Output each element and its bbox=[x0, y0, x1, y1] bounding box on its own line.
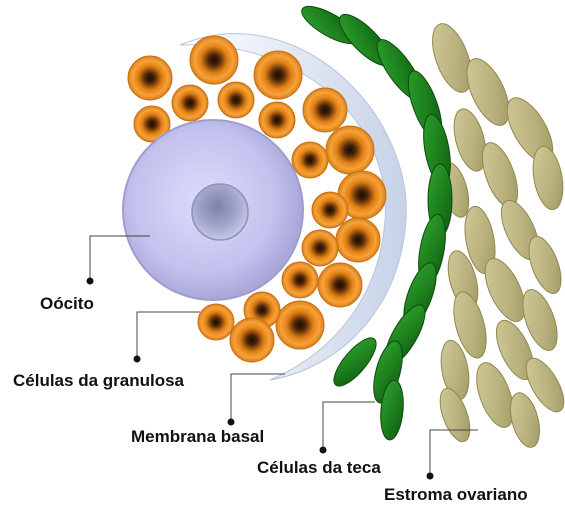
granulosa-cell bbox=[326, 126, 374, 174]
oocyte bbox=[123, 120, 303, 300]
granulosa-cell bbox=[128, 56, 172, 100]
theca-leader-dot bbox=[320, 447, 327, 454]
granulosa-leader bbox=[137, 312, 200, 356]
stroma-label: Estroma ovariano bbox=[384, 485, 528, 505]
stroma-leader-dot bbox=[427, 473, 434, 480]
granulosa-cell bbox=[198, 304, 234, 340]
theca-label: Células da teca bbox=[257, 458, 381, 478]
basal-membrane-leader-dot bbox=[228, 419, 235, 426]
granulosa-label: Células da granulosa bbox=[13, 371, 184, 391]
basal-membrane-leader bbox=[231, 374, 285, 419]
granulosa-cell bbox=[336, 218, 380, 262]
granulosa-cell bbox=[259, 102, 295, 138]
granulosa-cell bbox=[218, 82, 254, 118]
granulosa-cell bbox=[282, 262, 318, 298]
oocyte-nucleus bbox=[192, 184, 248, 240]
oocyte-leader-dot bbox=[87, 278, 94, 285]
granulosa-cell bbox=[190, 36, 238, 84]
granulosa-cell bbox=[302, 230, 338, 266]
granulosa-cell bbox=[230, 318, 274, 362]
granulosa-cell bbox=[312, 192, 348, 228]
basal-membrane-label: Membrana basal bbox=[131, 427, 264, 447]
granulosa-cell bbox=[276, 301, 324, 349]
theca-leader bbox=[323, 402, 375, 447]
granulosa-cell bbox=[318, 263, 362, 307]
granulosa-cell bbox=[292, 142, 328, 178]
granulosa-leader-dot bbox=[134, 356, 141, 363]
stroma-cell bbox=[434, 385, 476, 446]
granulosa-cell bbox=[254, 51, 302, 99]
granulosa-cell bbox=[172, 85, 208, 121]
oocyte-label: Oócito bbox=[40, 294, 94, 314]
granulosa-cell bbox=[303, 88, 347, 132]
